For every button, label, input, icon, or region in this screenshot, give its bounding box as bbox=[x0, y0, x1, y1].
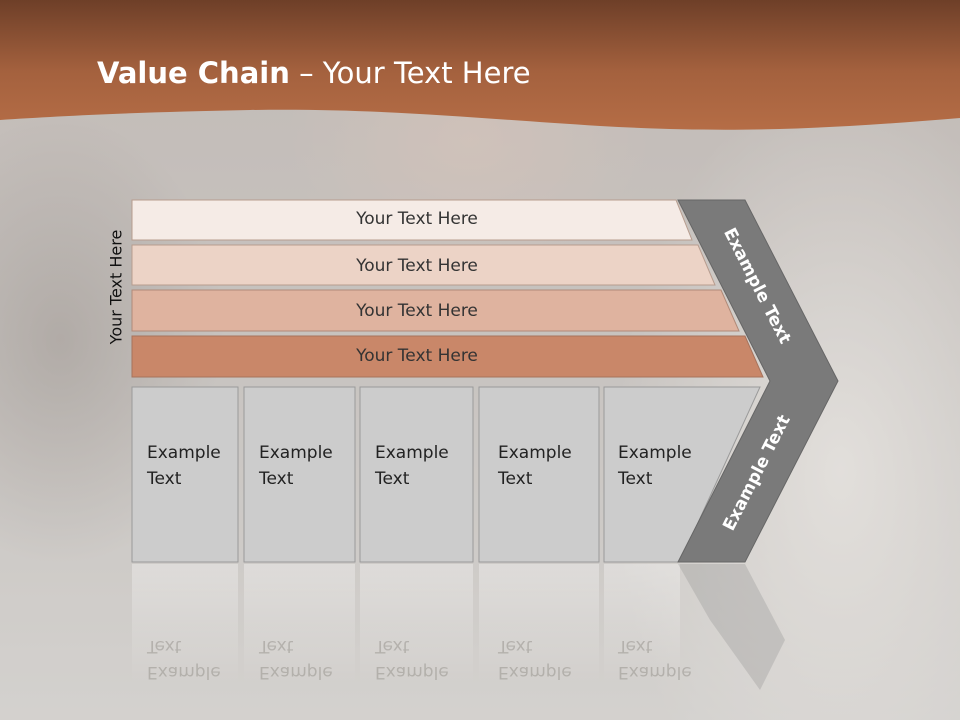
row-band-2 bbox=[131, 244, 716, 286]
box-4 bbox=[478, 386, 600, 563]
box-1 bbox=[131, 386, 239, 563]
row-label-1: Your Text Here bbox=[356, 209, 478, 229]
box-reflection-5 bbox=[604, 564, 680, 684]
slide-title: Value Chain – Your Text Here bbox=[97, 56, 531, 90]
chevron-arrow bbox=[677, 199, 839, 563]
box-reflection-4 bbox=[479, 564, 599, 684]
box-reflection-3 bbox=[360, 564, 473, 684]
box-reflection-2 bbox=[244, 564, 355, 684]
row-label-3: Your Text Here bbox=[356, 301, 478, 321]
header-band bbox=[0, 0, 960, 130]
row-label-4: Your Text Here bbox=[356, 346, 478, 366]
row-band-1 bbox=[131, 199, 693, 241]
row-band-4 bbox=[131, 335, 764, 378]
row-label-2: Your Text Here bbox=[356, 256, 478, 276]
chevron-reflection bbox=[678, 564, 785, 690]
row-band-3 bbox=[131, 289, 740, 332]
box-reflection-1 bbox=[132, 564, 238, 684]
box-3 bbox=[359, 386, 474, 563]
box-2 bbox=[243, 386, 356, 563]
